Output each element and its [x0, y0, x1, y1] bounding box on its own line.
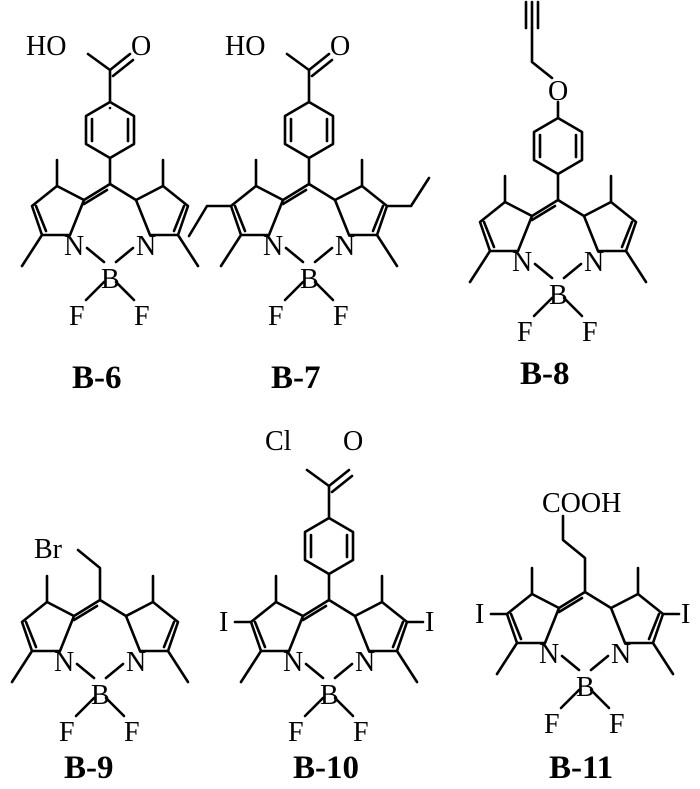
atom-n-right: N — [136, 231, 156, 262]
bodipy-core — [187, 158, 431, 302]
atom-o: O — [330, 31, 350, 62]
atom-n-right: N — [611, 639, 631, 670]
atom-f-left: F — [59, 717, 75, 748]
atom-f-right: F — [353, 717, 369, 748]
atom-n-right: N — [335, 231, 355, 262]
atom-b: B — [101, 264, 120, 295]
meso-phenyl — [303, 468, 355, 602]
bodipy-core — [489, 566, 681, 710]
atom-f-right: F — [609, 709, 625, 740]
atom-f-left: F — [517, 317, 533, 348]
compound-label: B-6 — [72, 360, 122, 396]
bromomethyl-bond — [76, 548, 102, 602]
bodipy-core — [10, 574, 190, 718]
compound-label: B-10 — [293, 750, 359, 786]
meso-phenyl — [283, 52, 335, 186]
atom-b: B — [320, 680, 339, 711]
atom-o: O — [548, 76, 568, 107]
atom-ho: HO — [26, 31, 66, 62]
atom-f-left: F — [69, 301, 85, 332]
molecule-b11: COOH I I N N B F F B-11 — [475, 488, 690, 786]
atom-f-left: F — [288, 717, 304, 748]
molecule-b6: HO O N N B F F B-6 — [20, 31, 200, 396]
atom-o: O — [131, 31, 151, 62]
atom-b: B — [300, 264, 319, 295]
atom-ho: HO — [225, 31, 265, 62]
atom-f-right: F — [582, 317, 598, 348]
compound-label: B-9 — [64, 750, 114, 786]
meso-phenyl — [532, 100, 584, 202]
molecule-b9: Br N N B F F B-9 — [10, 534, 190, 786]
bodipy-core — [233, 574, 425, 718]
atom-cooh: COOH — [542, 488, 621, 519]
atom-f-right: F — [134, 301, 150, 332]
atom-n-left: N — [54, 647, 74, 678]
molecule-b10: Cl O I I N N B F F B-10 — [219, 426, 434, 786]
atom-f-left: F — [544, 709, 560, 740]
atom-b: B — [549, 280, 568, 311]
bodipy-core — [468, 174, 648, 318]
meso-phenyl — [84, 52, 136, 186]
compound-label: B-8 — [520, 356, 570, 392]
atom-f-left: F — [268, 301, 284, 332]
propanoic-chain — [561, 514, 587, 594]
atom-n-left: N — [283, 647, 303, 678]
molecule-b8: O N N B F F B-8 — [468, 0, 648, 392]
atom-i-right: I — [425, 607, 434, 638]
compound-label: B-7 — [271, 360, 321, 396]
bodipy-core — [20, 158, 200, 302]
atom-o: O — [343, 426, 363, 457]
atom-n-left: N — [512, 247, 532, 278]
atom-i-left: I — [219, 607, 228, 638]
atom-i-right: I — [681, 599, 690, 630]
compound-label: B-11 — [549, 750, 613, 786]
atom-n-left: N — [263, 231, 283, 262]
molecule-b7: HO O N N B F F B-7 — [187, 31, 431, 396]
atom-i-left: I — [475, 599, 484, 630]
atom-n-right: N — [126, 647, 146, 678]
atom-n-left: N — [539, 639, 559, 670]
atom-n-right: N — [355, 647, 375, 678]
atom-b: B — [91, 680, 110, 711]
atom-n-right: N — [584, 247, 604, 278]
atom-cl: Cl — [265, 426, 292, 457]
atom-b: B — [576, 672, 595, 703]
propargyl-chain — [524, 0, 554, 80]
atom-br: Br — [34, 534, 63, 565]
atom-f-right: F — [333, 301, 349, 332]
atom-f-right: F — [124, 717, 140, 748]
atom-n-left: N — [64, 231, 84, 262]
